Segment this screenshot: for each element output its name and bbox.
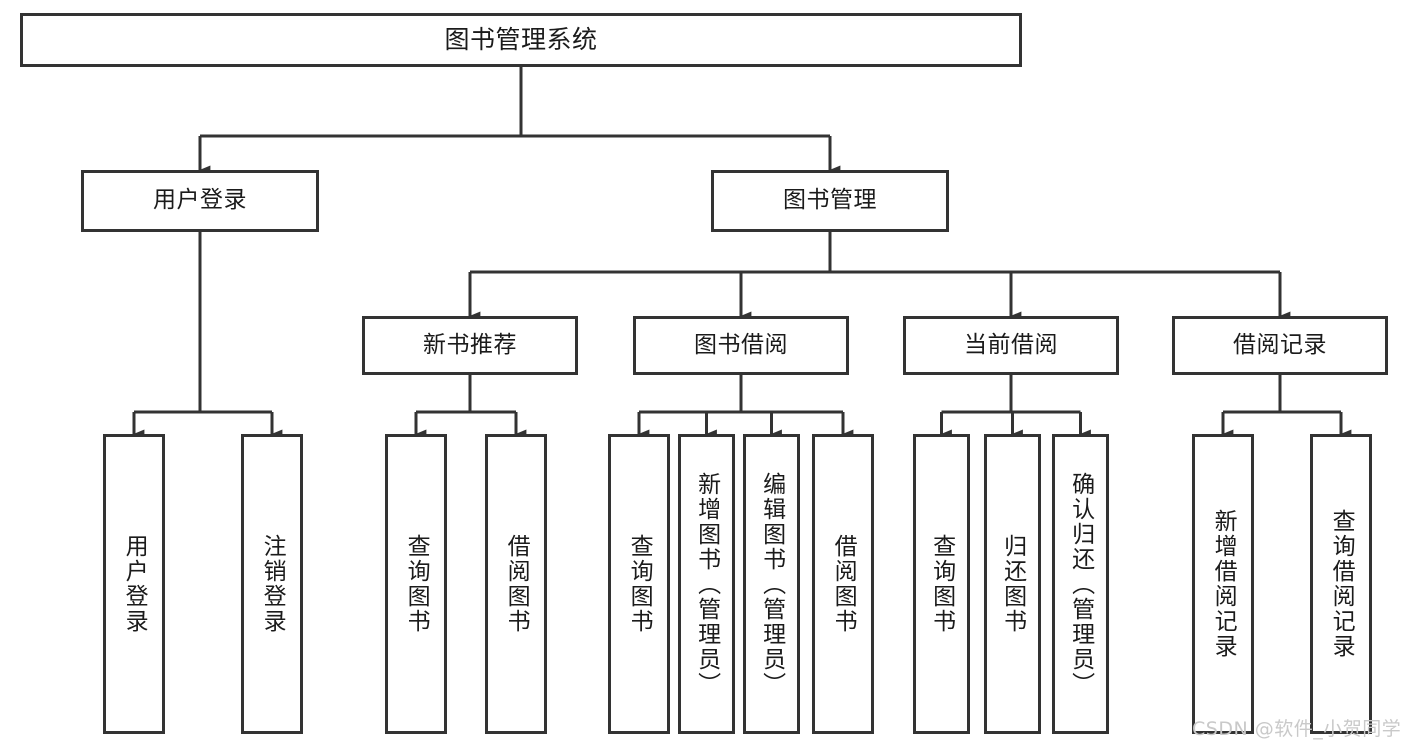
node-leaf-borrow-edit[interactable]: 编辑图书（管理员） (743, 434, 800, 734)
watermark-text: CSDN @软件_小贺同学 (1192, 718, 1402, 740)
node-leaf-user-logout[interactable]: 注销登录 (241, 434, 303, 734)
node-label: 图书管理 (783, 187, 877, 214)
node-label: 新增图书（管理员） (693, 471, 720, 697)
node-leaf-borrow-query[interactable]: 查询图书 (608, 434, 670, 734)
node-leaf-rec-query2[interactable]: 查询借阅记录 (1310, 434, 1372, 734)
node-label: 归还图书 (999, 534, 1026, 634)
node-label: 注销登录 (259, 534, 286, 634)
node-leaf-rec-borrow[interactable]: 借阅图书 (485, 434, 547, 734)
node-book-manage[interactable]: 图书管理 (711, 170, 949, 232)
node-leaf-cur-query[interactable]: 查询图书 (913, 434, 970, 734)
node-label: 借阅图书 (503, 534, 530, 634)
node-current-borrow[interactable]: 当前借阅 (903, 316, 1119, 375)
node-label: 确认归还（管理员） (1067, 471, 1094, 697)
node-label: 图书借阅 (694, 331, 788, 358)
node-label: 编辑图书（管理员） (758, 471, 785, 697)
node-new-book-rec[interactable]: 新书推荐 (362, 316, 578, 375)
node-leaf-borrow-take[interactable]: 借阅图书 (812, 434, 874, 734)
node-label: 当前借阅 (964, 331, 1058, 358)
node-label: 查询借阅记录 (1328, 509, 1355, 659)
node-user-login[interactable]: 用户登录 (81, 170, 319, 232)
node-label: 图书管理系统 (444, 25, 598, 55)
node-book-borrow[interactable]: 图书借阅 (633, 316, 849, 375)
node-label: 查询图书 (626, 534, 653, 634)
edge-group (132, 67, 1352, 439)
node-leaf-user-login[interactable]: 用户登录 (103, 434, 165, 734)
node-label: 查询图书 (403, 534, 430, 634)
node-root[interactable]: 图书管理系统 (20, 13, 1022, 67)
node-leaf-borrow-add[interactable]: 新增图书（管理员） (678, 434, 735, 734)
node-label: 新书推荐 (423, 331, 517, 358)
node-leaf-cur-confirm[interactable]: 确认归还（管理员） (1052, 434, 1109, 734)
node-leaf-rec-add[interactable]: 新增借阅记录 (1192, 434, 1254, 734)
node-label: 用户登录 (121, 534, 148, 634)
node-label: 用户登录 (153, 187, 247, 214)
node-label: 借阅图书 (830, 534, 857, 634)
node-leaf-cur-return[interactable]: 归还图书 (984, 434, 1041, 734)
node-leaf-rec-query[interactable]: 查询图书 (385, 434, 447, 734)
node-label: 查询图书 (928, 534, 955, 634)
node-label: 新增借阅记录 (1210, 509, 1237, 659)
node-label: 借阅记录 (1233, 331, 1327, 358)
node-borrow-record[interactable]: 借阅记录 (1172, 316, 1388, 375)
